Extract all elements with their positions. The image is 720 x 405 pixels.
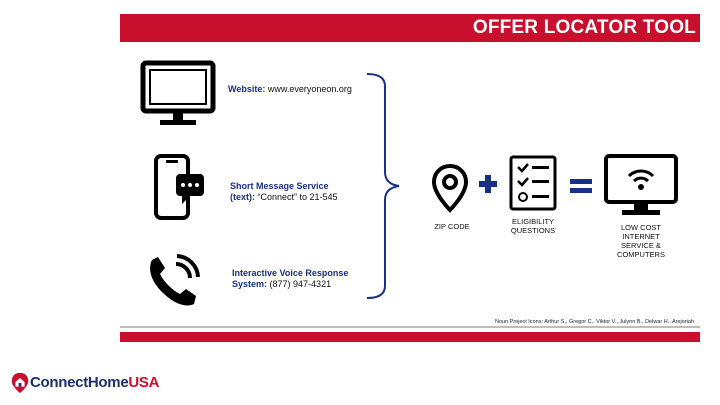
bracket-brace	[366, 73, 400, 299]
equals-icon	[570, 179, 592, 193]
slide: OFFER LOCATOR TOOL Website: www.everyone…	[120, 14, 700, 344]
smartphone-chat-icon	[154, 154, 204, 220]
bottom-bar	[120, 332, 700, 342]
map-pin-icon	[432, 164, 468, 213]
plus-icon	[479, 175, 497, 193]
slide-title: OFFER LOCATOR TOOL	[472, 17, 696, 38]
wifi-monitor-icon	[604, 154, 678, 215]
sms-channel: Short Message Service (text): “Connect” …	[230, 181, 338, 202]
title-bar: OFFER LOCATOR TOOL	[120, 14, 700, 42]
phone-call-icon	[150, 254, 200, 306]
website-url[interactable]: www.everyoneon.org	[267, 84, 352, 94]
ivr-channel: Interactive Voice Response System: (877)…	[232, 268, 349, 289]
eligibility-label: ELIGIBILITY QUESTIONS	[510, 217, 556, 235]
website-channel: Website: www.everyoneon.org	[228, 84, 352, 94]
connecthome-logo-icon	[11, 372, 29, 394]
checklist-icon	[509, 155, 557, 211]
brand-name: ConnectHomeUSA	[30, 374, 160, 391]
icon-credits: Noun Project Icons: Arthur S., Gregor C.…	[494, 319, 694, 325]
monitor-icon	[140, 60, 216, 125]
divider	[120, 326, 700, 328]
result-label: LOW COST INTERNET SERVICE & COMPUTERS	[617, 223, 665, 259]
zip-code-label: ZIP CODE	[434, 222, 470, 231]
